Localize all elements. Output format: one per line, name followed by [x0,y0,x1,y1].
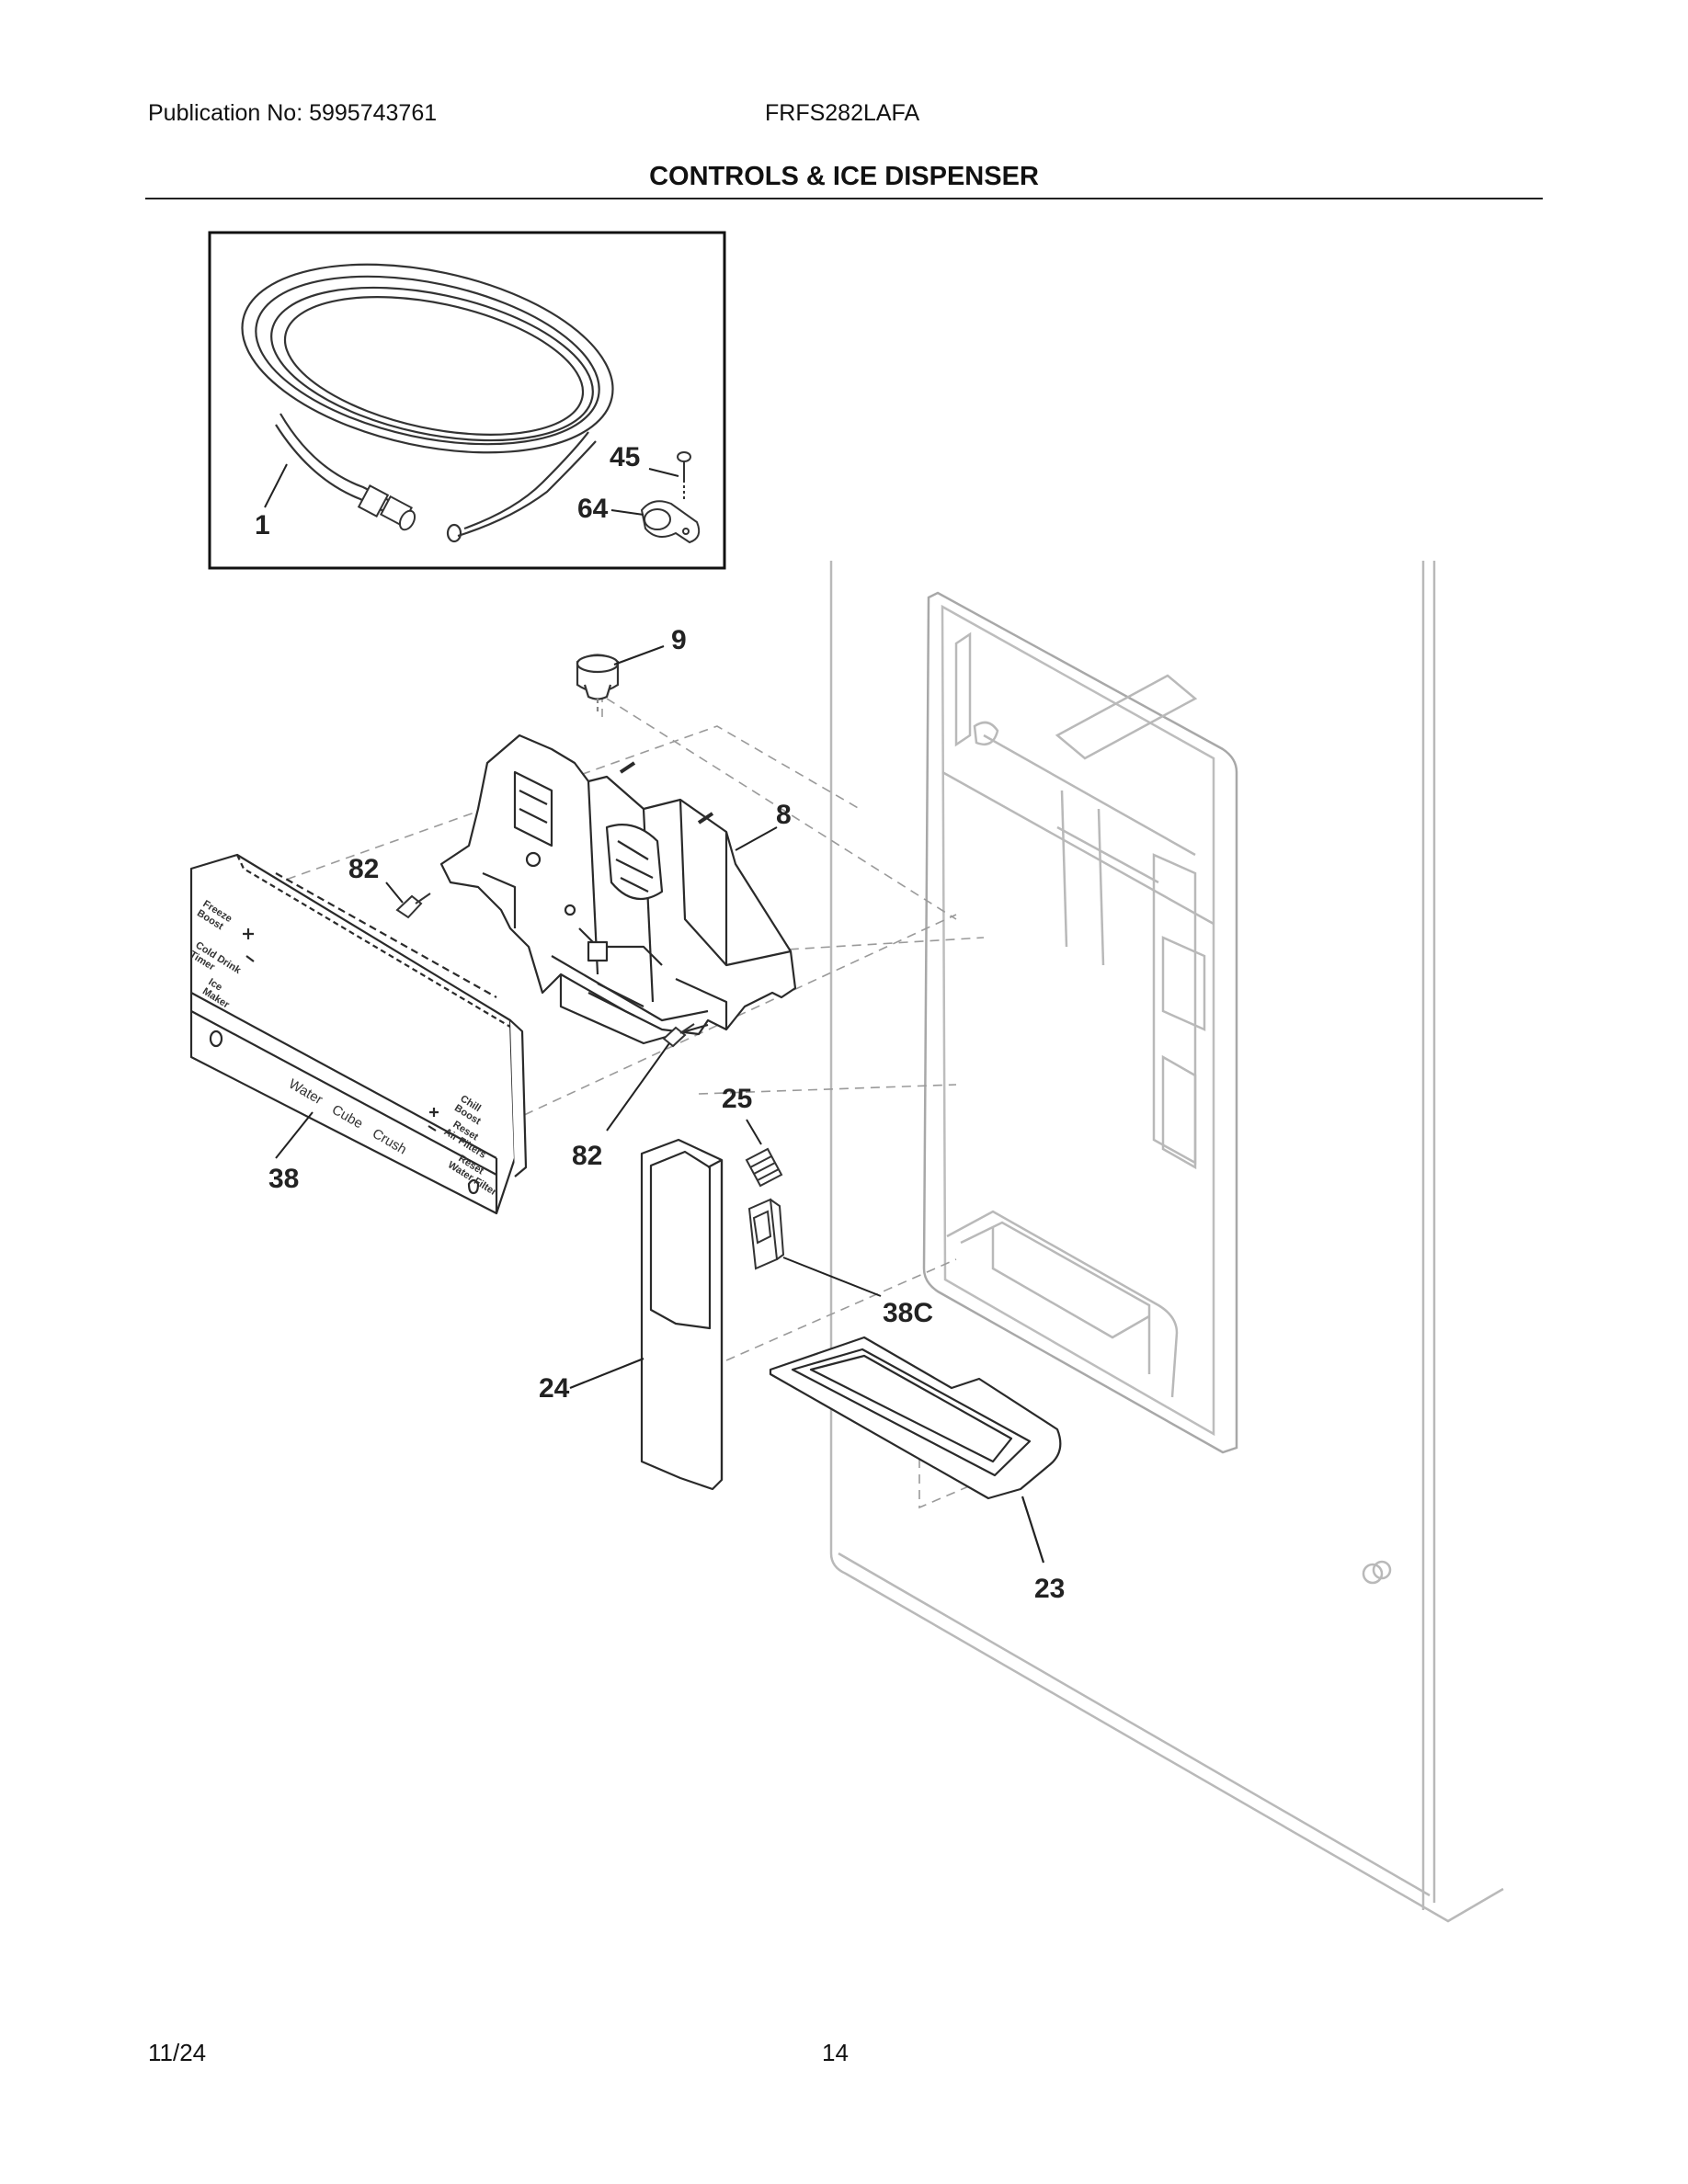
callout-64: 64 [577,494,609,524]
callout-38C: 38C [883,1298,933,1328]
publication-number: Publication No: 5995743761 [148,100,438,126]
callout-9: 9 [671,625,687,655]
control-panel-part-38 [189,853,528,1215]
clamp-part-64 [640,500,701,544]
callout-82-lower: 82 [572,1141,602,1171]
water-line-kit-inset [208,231,726,570]
page-number: 14 [822,2039,849,2066]
drip-tray-part-23 [769,1336,1062,1564]
bushing-part-9 [576,644,665,712]
callout-24: 24 [539,1373,570,1404]
water-line-coil [241,263,614,543]
paddle-part-24 [569,1138,724,1491]
callout-25: 25 [722,1084,752,1114]
callout-23: 23 [1034,1574,1065,1604]
callout-1: 1 [255,510,270,540]
page-title: CONTROLS & ICE DISPENSER [649,162,1039,191]
callout-82-upper: 82 [348,854,379,884]
leader-part-38 [275,1111,314,1159]
header-rule [145,198,1543,199]
screw-part-45 [677,451,691,501]
screw-part-82-upper [385,882,431,919]
dispenser-housing-part-8 [439,734,797,1045]
water-line-fitting [357,484,416,531]
footer-date: 11/24 [148,2039,207,2066]
callout-8: 8 [776,800,792,830]
callout-45: 45 [610,442,640,472]
screw-part-82-lower [606,1023,695,1132]
callout-labels: 1 45 64 9 8 82 82 25 38 38C 24 23 [255,442,1065,1604]
callout-38: 38 [268,1164,299,1194]
model-number: FRFS282LAFA [765,100,920,126]
spring-part-25 [745,1119,783,1188]
switch-part-38C [747,1198,882,1297]
leader-part-8 [735,826,778,851]
refrigerator-door-outline [829,561,1504,1923]
